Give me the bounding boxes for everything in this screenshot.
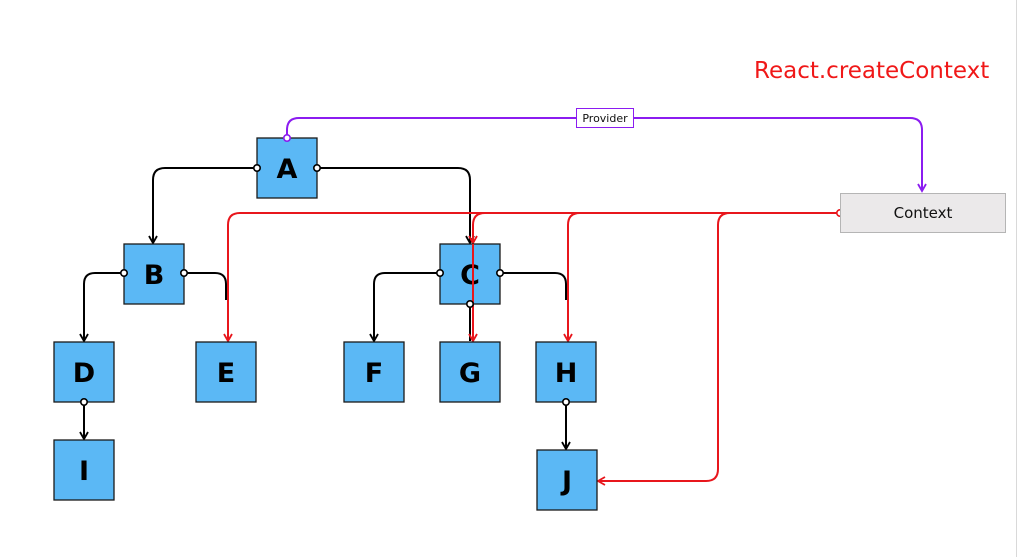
node-b[interactable]: B: [123, 243, 185, 305]
edge-context-e: [223, 212, 840, 343]
node-g[interactable]: G: [439, 341, 501, 403]
provider-label[interactable]: Provider: [576, 108, 634, 128]
node-i[interactable]: I: [53, 439, 115, 501]
port-c-bottom[interactable]: [465, 299, 474, 308]
node-label-h: H: [555, 358, 578, 389]
port-c-left[interactable]: [435, 268, 444, 277]
context-node[interactable]: Context: [840, 193, 1006, 233]
node-e[interactable]: E: [195, 341, 257, 403]
node-label-d: D: [73, 358, 95, 389]
edge-context-h: [563, 212, 581, 343]
edge-context-c: [468, 212, 486, 245]
node-label-f: F: [365, 358, 383, 389]
diagram-title: React.createContext: [754, 58, 990, 84]
port-a-right[interactable]: [312, 164, 321, 173]
port-b-right[interactable]: [180, 268, 189, 277]
node-j[interactable]: J: [536, 449, 598, 511]
node-h[interactable]: H: [535, 341, 597, 403]
provider-edges: [286, 117, 927, 193]
edge-a-b: [148, 167, 257, 245]
node-c[interactable]: C: [439, 243, 501, 305]
connection-points: [80, 134, 844, 406]
port-b-left[interactable]: [120, 268, 129, 277]
context-edges: [223, 212, 840, 486]
node-f[interactable]: F: [343, 341, 405, 403]
node-label-j: J: [560, 466, 572, 497]
port-c-right[interactable]: [495, 268, 504, 277]
node-label-c: C: [460, 260, 480, 291]
edge-c-f: [369, 272, 440, 343]
edge-b-e: [184, 272, 227, 300]
port-a-top[interactable]: [282, 134, 291, 143]
node-label-g: G: [459, 358, 481, 389]
edge-provider: [286, 117, 927, 193]
port-a-left[interactable]: [253, 164, 262, 173]
tree-edges: [79, 167, 571, 451]
node-label-i: I: [79, 456, 89, 487]
node-label-e: E: [217, 358, 235, 389]
edge-b-d: [79, 272, 124, 343]
node-a[interactable]: A: [256, 137, 318, 199]
node-label-b: B: [144, 260, 165, 291]
edge-c-h: [500, 272, 567, 300]
edge-a-c: [317, 167, 475, 245]
port-d-bottom[interactable]: [80, 397, 89, 406]
node-d[interactable]: D: [53, 341, 115, 403]
node-label-a: A: [277, 154, 298, 185]
edge-context-j: [596, 212, 731, 486]
canvas-edge: [1016, 0, 1017, 557]
port-h-bottom[interactable]: [561, 397, 570, 406]
